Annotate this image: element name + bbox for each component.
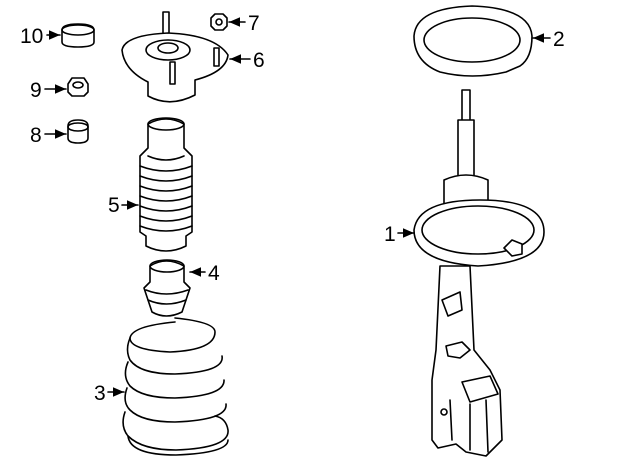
part-8-bushing: [67, 119, 89, 144]
svg-text:6: 6: [253, 49, 265, 72]
svg-text:4: 4: [208, 262, 220, 285]
callout-9: 9: [30, 79, 67, 102]
callout-7: 7: [228, 12, 260, 35]
callout-3: 3: [94, 382, 125, 405]
callout-2: 2: [532, 28, 565, 51]
part-9-nut: [67, 77, 89, 97]
callout-4: 4: [189, 262, 220, 285]
part-2-spring-seat: [413, 5, 533, 77]
part-10-cap: [61, 23, 95, 48]
part-4-bump-stop: [143, 259, 191, 317]
svg-text:9: 9: [30, 79, 42, 102]
callout-1: 1: [384, 223, 415, 246]
callout-10: 10: [20, 25, 61, 48]
svg-text:7: 7: [248, 12, 260, 35]
svg-text:5: 5: [108, 194, 120, 217]
callout-8: 8: [30, 124, 67, 147]
part-7-nut: [210, 13, 228, 31]
callout-6: 6: [229, 49, 265, 72]
svg-text:8: 8: [30, 124, 42, 147]
part-5-dust-boot: [139, 117, 193, 252]
part-6-strut-mount: [121, 11, 229, 103]
part-1-strut-assembly: [413, 89, 545, 457]
svg-text:3: 3: [94, 382, 106, 405]
callout-5: 5: [108, 194, 139, 217]
part-3-coil-spring: [122, 317, 229, 456]
svg-text:2: 2: [553, 28, 565, 51]
svg-text:1: 1: [384, 223, 396, 246]
svg-text:10: 10: [20, 25, 43, 48]
